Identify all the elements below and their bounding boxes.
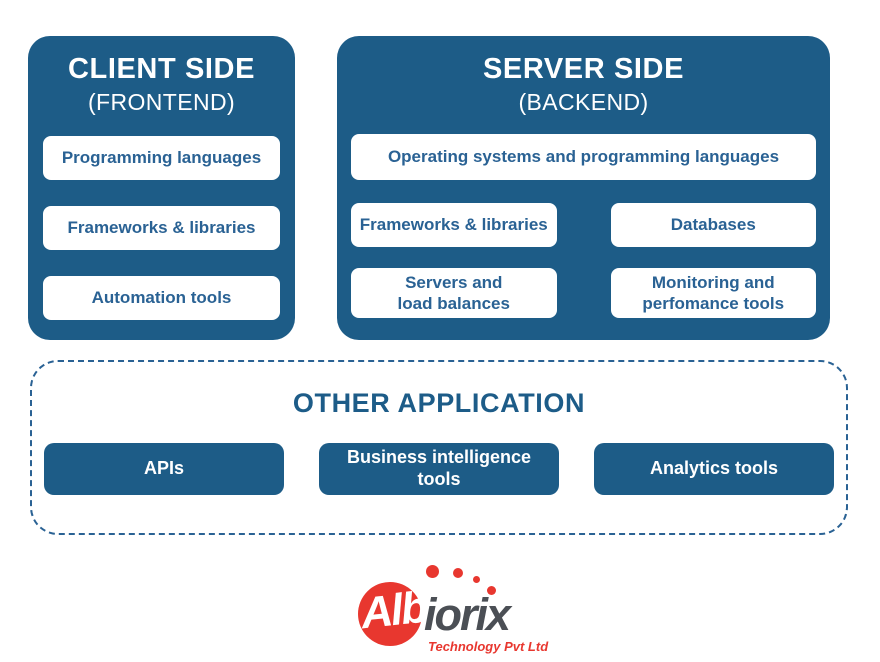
- server-item-servers-load-balances: Servers and load balances: [351, 267, 557, 318]
- client-panel-subtitle: (FRONTEND): [87, 88, 236, 115]
- server-item-databases: Databases: [610, 202, 816, 247]
- server-item-frameworks-libraries: Frameworks & libraries: [351, 202, 557, 247]
- client-items-list: Programming languages Frameworks & libra…: [43, 135, 280, 320]
- client-side-panel: CLIENT SIDE (FRONTEND) Programming langu…: [28, 36, 295, 340]
- client-panel-title: CLIENT SIDE: [67, 53, 256, 85]
- server-side-panel: SERVER SIDE (BACKEND) Operating systems …: [337, 36, 830, 340]
- other-application-section: OTHER APPLICATION APIs Business intellig…: [30, 360, 848, 535]
- logo-dot-icon: [473, 576, 480, 583]
- logo-dot-icon: [426, 565, 439, 578]
- server-items-grid: Frameworks & libraries Databases Servers…: [351, 202, 816, 318]
- client-item-frameworks-libraries: Frameworks & libraries: [43, 205, 280, 250]
- logo-dot-icon: [453, 568, 463, 578]
- server-panel-title: SERVER SIDE: [482, 53, 685, 85]
- other-item-business-intelligence-tools: Business intelligence tools: [319, 443, 559, 495]
- other-application-items: APIs Business intelligence tools Analyti…: [44, 443, 834, 495]
- client-item-programming-languages: Programming languages: [43, 135, 280, 180]
- logo-text-suffix: iorix: [424, 589, 511, 640]
- other-item-apis: APIs: [44, 443, 284, 495]
- other-application-title: OTHER APPLICATION: [292, 388, 586, 418]
- server-item-operating-systems: Operating systems and programming langua…: [351, 133, 816, 180]
- logo-dot-icon: [487, 586, 496, 595]
- server-item-monitoring-perfomance-tools: Monitoring and perfomance tools: [610, 267, 816, 318]
- other-item-analytics-tools: Analytics tools: [594, 443, 834, 495]
- logo-tagline: Technology Pvt Ltd: [428, 639, 549, 654]
- server-panel-subtitle: (BACKEND): [518, 88, 649, 115]
- logo-red-circle: [358, 582, 422, 646]
- client-item-automation-tools: Automation tools: [43, 275, 280, 320]
- logo-text-prefix: Alb: [358, 582, 429, 639]
- albiorix-logo: Alb iorix Technology Pvt Ltd: [352, 558, 552, 658]
